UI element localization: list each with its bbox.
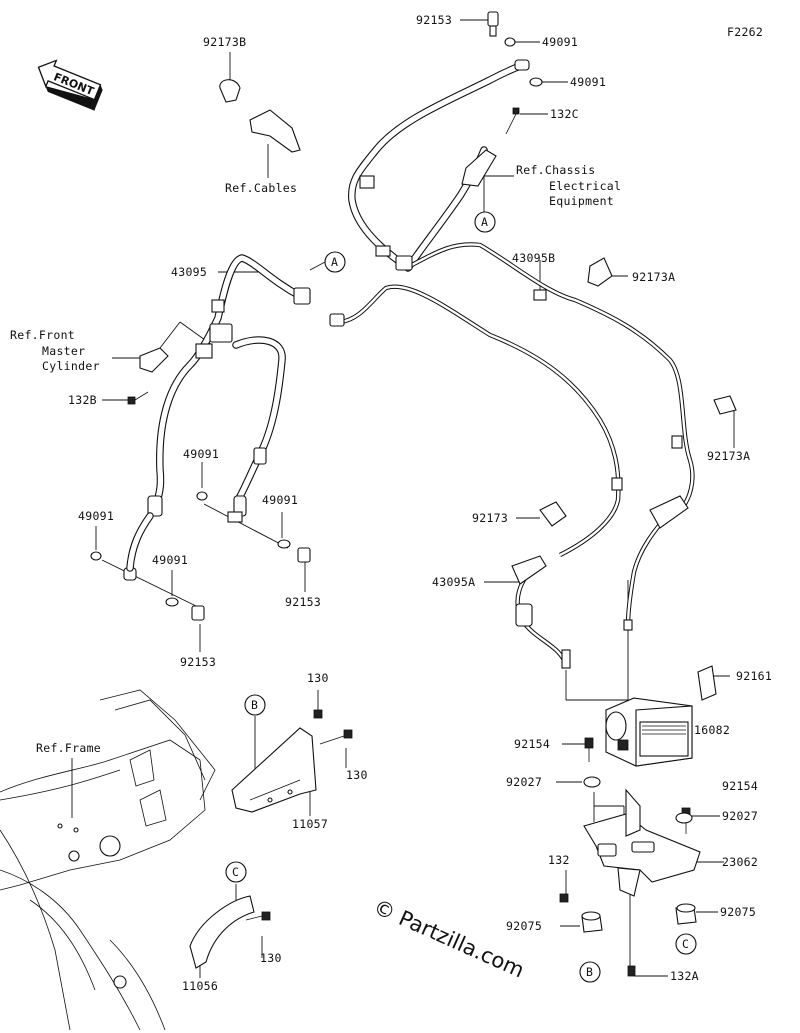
- callout-circles: A A B B C C: [225, 211, 697, 983]
- label-132c: 132C: [550, 107, 579, 121]
- label-132: 132: [548, 853, 570, 867]
- label-ref-front-1: Ref.Front: [10, 328, 75, 342]
- part-labels: 92153 49091 49091 132C Ref.Chassis Elect…: [10, 13, 772, 993]
- label-ref-chassis-3: Equipment: [549, 194, 614, 208]
- label-92173b: 92173B: [203, 35, 246, 49]
- label-49091-l3: 49091: [78, 509, 114, 523]
- label-49091-l1: 49091: [183, 447, 219, 461]
- label-92154-r: 92154: [722, 779, 758, 793]
- label-49091-top1: 49091: [542, 35, 578, 49]
- watermark: © Partzilla.com: [370, 895, 528, 983]
- label-ref-chassis-2: Electrical: [549, 179, 621, 193]
- label-92153-l2: 92153: [180, 655, 216, 669]
- label-132b: 132B: [68, 393, 97, 407]
- watermark-text: © Partzilla.com: [370, 895, 528, 983]
- label-92154-l: 92154: [514, 737, 550, 751]
- svg-text:A: A: [481, 215, 488, 229]
- svg-text:B: B: [586, 965, 593, 979]
- abs-fasteners: [559, 737, 697, 977]
- svg-text:C: C: [232, 865, 239, 879]
- frame-drawing: [0, 689, 216, 1031]
- bracket-11057: [231, 709, 353, 813]
- label-92153-top: 92153: [416, 13, 452, 27]
- label-92173a-2: 92173A: [707, 449, 750, 463]
- label-132a: 132A: [670, 969, 699, 983]
- label-92027-r: 92027: [722, 809, 758, 823]
- label-ref-front-3: Cylinder: [42, 359, 100, 373]
- bracket-11056: [189, 895, 271, 969]
- label-49091-l4: 49091: [152, 553, 188, 567]
- label-92027-l: 92027: [506, 775, 542, 789]
- svg-text:A: A: [331, 255, 338, 269]
- label-23062: 23062: [722, 855, 758, 869]
- label-130-a: 130: [307, 671, 329, 685]
- label-130-c: 130: [260, 951, 282, 965]
- label-92161: 92161: [736, 669, 772, 683]
- label-ref-cables: Ref.Cables: [225, 181, 297, 195]
- label-ref-chassis-1: Ref.Chassis: [516, 163, 595, 177]
- label-43095b: 43095B: [512, 251, 555, 265]
- abs-unit: [605, 665, 717, 767]
- label-ref-front-2: Master: [42, 344, 85, 358]
- label-43095: 43095: [171, 265, 207, 279]
- label-11056: 11056: [182, 979, 218, 993]
- label-130-b: 130: [346, 768, 368, 782]
- label-49091-l2: 49091: [262, 493, 298, 507]
- label-16082: 16082: [694, 723, 730, 737]
- svg-text:B: B: [251, 698, 258, 712]
- brake-lines: [148, 62, 695, 666]
- fittings: [90, 11, 737, 669]
- figure-code: F2262: [727, 25, 763, 39]
- label-92173: 92173: [472, 511, 508, 525]
- label-ref-frame: Ref.Frame: [36, 741, 101, 755]
- label-11057: 11057: [292, 817, 328, 831]
- label-92075-l: 92075: [506, 919, 542, 933]
- front-arrow-icon: FRONT: [37, 59, 103, 111]
- label-43095a: 43095A: [432, 575, 475, 589]
- abs-bracket-23062: [583, 788, 701, 897]
- label-49091-top2: 49091: [570, 75, 606, 89]
- svg-text:C: C: [682, 937, 689, 951]
- label-92153-l1: 92153: [285, 595, 321, 609]
- label-92075-r: 92075: [720, 905, 756, 919]
- label-92173a-1: 92173A: [632, 270, 675, 284]
